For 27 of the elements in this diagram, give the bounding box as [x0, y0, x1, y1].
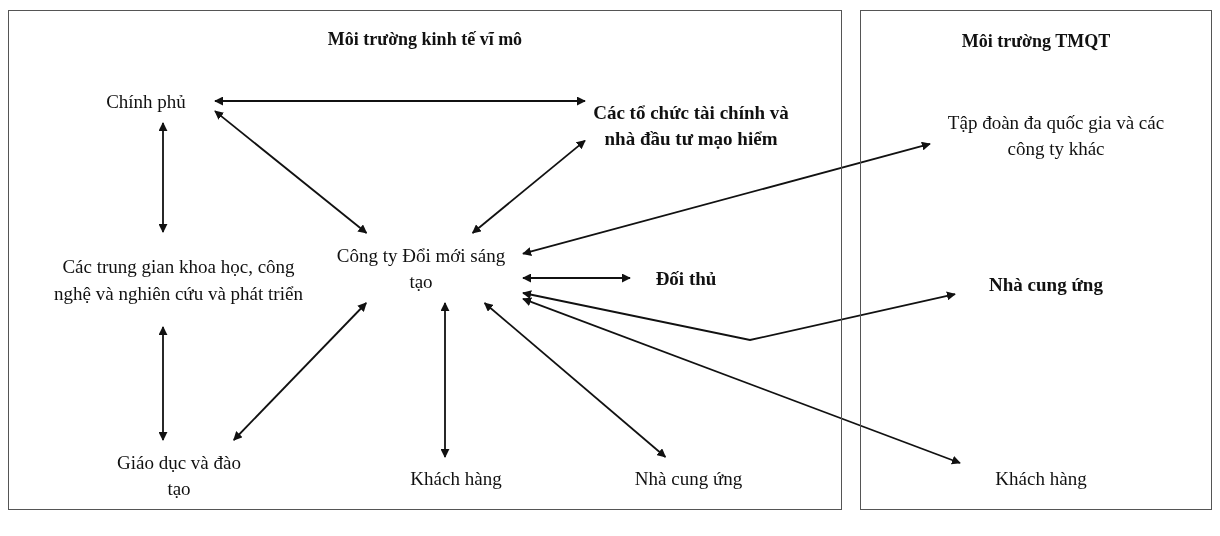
panel-title: Môi trường TMQT: [960, 31, 1112, 52]
double-arrow: [440, 302, 450, 458]
node-label: Công ty Đổi mới sáng tạo: [323, 239, 519, 299]
node-label: Nhà cung ứng: [961, 269, 1131, 301]
double-arrow: [214, 96, 586, 106]
double-arrow: [522, 141, 931, 256]
node-label: Chính phủ: [81, 85, 211, 119]
double-arrow: [214, 110, 368, 234]
double-arrow: [471, 139, 586, 234]
double-arrow: [522, 290, 956, 341]
node-label: Tập đoàn đa quốc gia và các công ty khác: [936, 105, 1176, 167]
double-arrow: [522, 273, 631, 283]
double-arrow: [483, 302, 667, 458]
node-label: Các trung gian khoa học, công nghệ và nghiên cứu và phát triển: [51, 238, 306, 323]
node-label: Đối thủ: [636, 263, 736, 295]
double-arrow: [232, 302, 368, 441]
double-arrow: [158, 326, 168, 441]
node-label: Các tổ chức tài chính và nhà đầu tư mạo hiểm: [591, 81, 791, 171]
panel-title: Môi trường kinh tế vĩ mô: [326, 29, 524, 50]
node-label: Khách hàng: [386, 463, 526, 495]
node-label: Nhà cung ứng: [606, 463, 771, 495]
double-arrow: [158, 122, 168, 233]
node-label: Khách hàng: [966, 463, 1116, 495]
double-arrow: [522, 297, 961, 465]
node-label: Giáo dục và đào tạo: [109, 446, 249, 506]
panel: [8, 10, 842, 510]
panel: [860, 10, 1212, 510]
